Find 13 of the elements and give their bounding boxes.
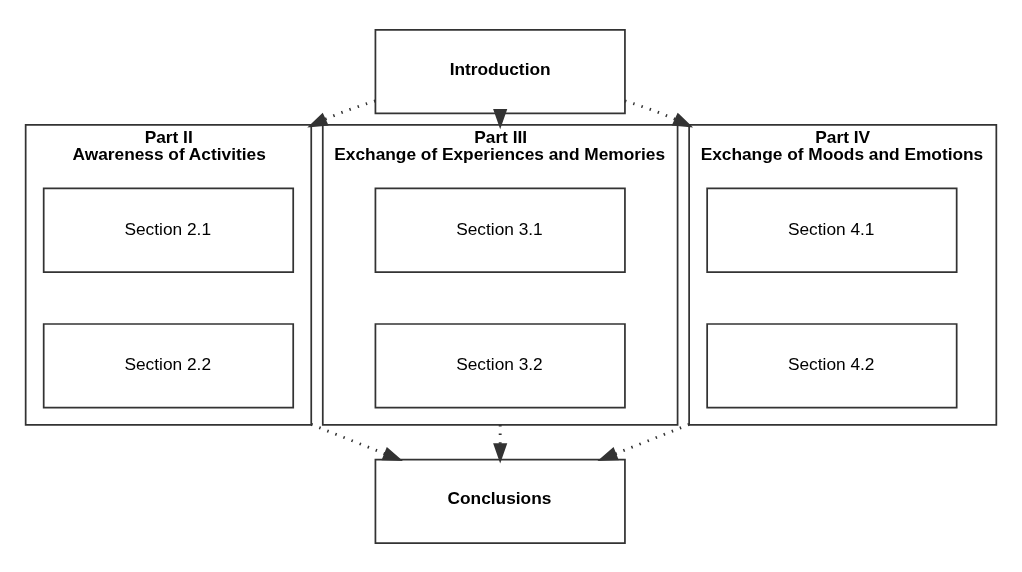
node-box: Section 2.2 (42, 322, 295, 408)
node-box: Section 4.2 (706, 322, 958, 408)
node-box: Section 4.1 (706, 187, 958, 273)
arrow (624, 99, 694, 127)
arrow (597, 422, 690, 461)
arrow (493, 424, 508, 464)
arrow (307, 99, 376, 127)
node-box: Section 2.1 (42, 187, 295, 273)
node-box: Section 3.2 (374, 322, 626, 408)
node-box: Conclusions (374, 458, 626, 544)
arrow (310, 422, 403, 461)
node-box: Section 3.1 (374, 187, 626, 273)
arrow (493, 108, 508, 129)
